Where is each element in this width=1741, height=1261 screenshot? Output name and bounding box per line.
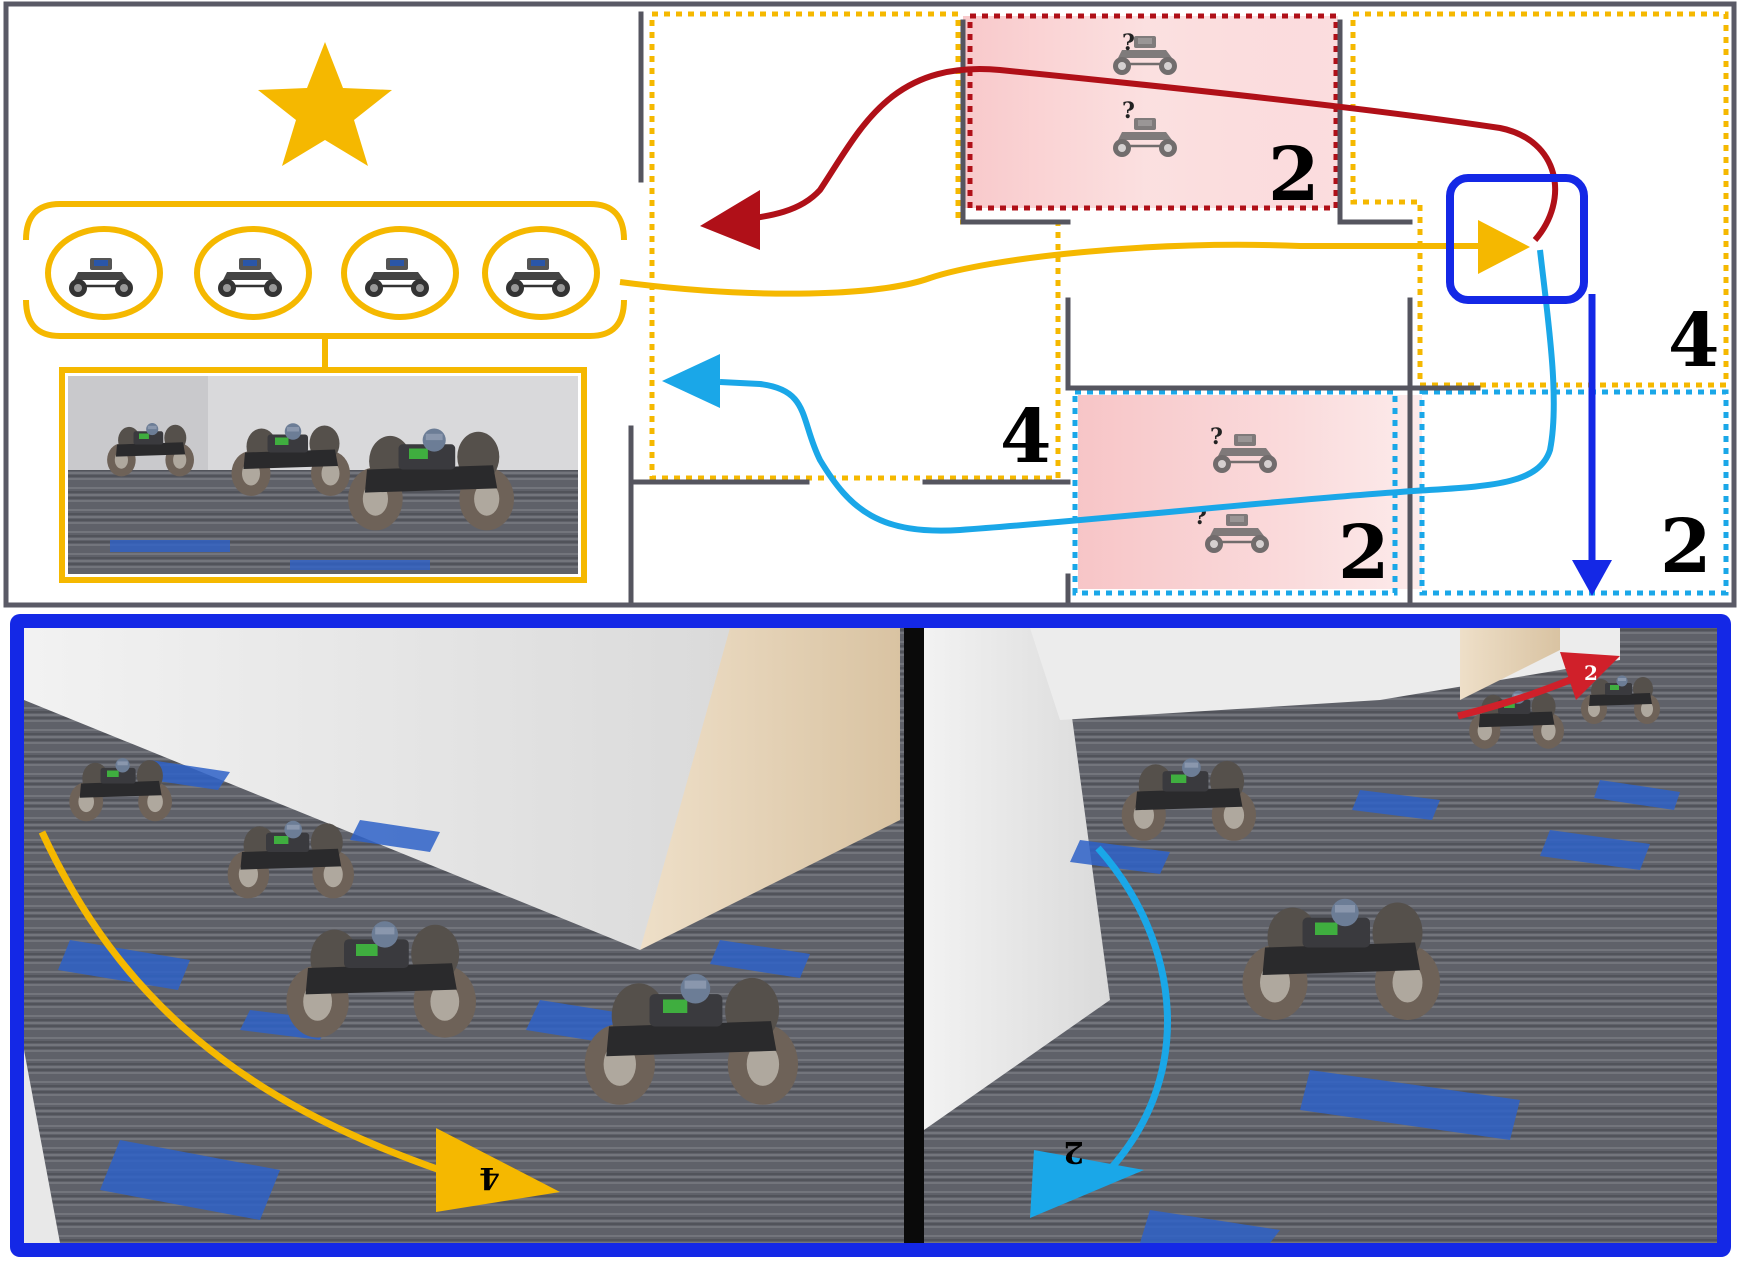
unknown-marker: ? [1122,98,1135,124]
map-panel: ? ? ? ? 2 4 4 2 2 [3,1,1737,608]
right-red-arrowhead [1560,652,1620,700]
right-photo: 2 2 [924,628,1717,1243]
left-gold-arrowhead [436,1128,560,1212]
cyan-path [719,249,1557,534]
red-zone-count: 2 [1268,132,1320,218]
photo-divider [904,628,924,1243]
photos-panel: 4 2 [10,614,1731,1257]
red-zone-robots: ? ? [1111,30,1179,159]
gold-arrowhead [1478,220,1530,274]
right-red-arrow-label: 2 [1584,661,1598,685]
right-cyan-path [1095,845,1171,1183]
robots-photo-inset [59,367,587,583]
cyan-zone-count: 2 [1338,510,1390,596]
red-path [739,66,1559,242]
split-point-highlight [1446,174,1588,304]
left-photo: 4 [24,628,904,1243]
unknown-marker: ? [1122,30,1135,56]
top-right-group-count: 4 [1668,298,1720,384]
left-arrow-label: 4 [479,1160,500,1195]
left-gold-path [38,830,442,1174]
star-icon [258,42,392,166]
robot-team-group [23,201,627,368]
walls [628,11,1481,603]
cyan-zone-right-count: 2 [1660,504,1712,590]
right-arrow-label: 2 [1063,1134,1084,1169]
red-region-outline [967,13,1339,211]
gold-path [619,241,1480,297]
cyan-arrowhead [662,354,720,408]
red-arrowhead [700,190,760,250]
right-cyan-arrowhead [1030,1150,1144,1218]
left-room-count: 4 [1000,394,1052,480]
unknown-marker: ? [1210,424,1223,450]
blue-arrowhead [1572,560,1612,596]
